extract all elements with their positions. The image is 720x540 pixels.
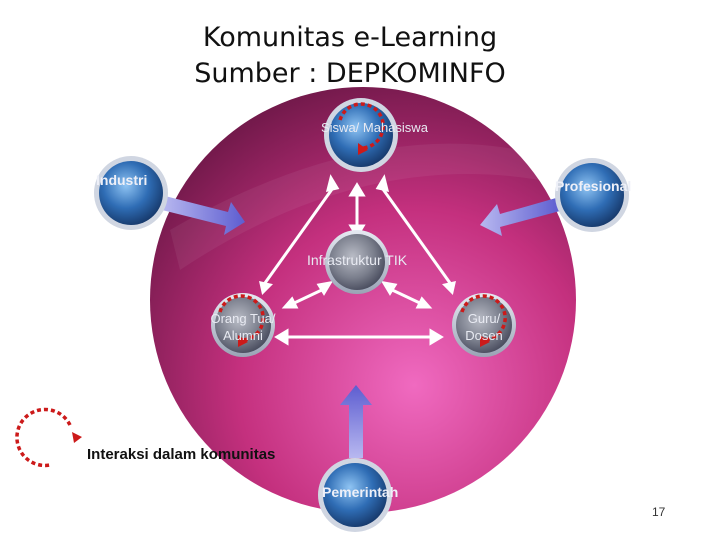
node-siswa-label: Siswa/ Mahasiswa xyxy=(321,120,428,135)
arrow-industri xyxy=(162,196,245,235)
node-siswa-ball xyxy=(329,103,393,167)
node-guru-ball xyxy=(456,297,512,353)
page-number: 17 xyxy=(652,505,666,519)
interaction-cycles xyxy=(15,102,507,468)
external-arrows xyxy=(162,196,560,458)
arrow-profesional xyxy=(480,198,560,236)
interaction-arrows xyxy=(259,174,456,346)
node-infrastruktur-ball xyxy=(329,234,385,290)
node-guru-label: Guru/ Dosen xyxy=(465,311,503,343)
legend-cycle-icon xyxy=(15,407,72,468)
legend-label: Interaksi dalam komunitas xyxy=(87,446,276,463)
node-profesional-ball xyxy=(560,163,624,227)
node-orangtua-label: Orang Tua/ Alumni xyxy=(210,311,276,343)
community-circle xyxy=(150,87,576,513)
title-line-2: Sumber : DEPKOMINFO xyxy=(194,58,506,89)
cycle-arrowheads xyxy=(72,143,490,443)
inner-node-balls xyxy=(211,230,516,357)
node-profesional-label: Profesional xyxy=(555,178,632,194)
node-industri-label: Industri xyxy=(96,172,148,188)
node-balls xyxy=(94,98,629,532)
node-infrastruktur-label: Infrastruktur TIK xyxy=(306,252,408,268)
arrow-pemerintah xyxy=(340,385,372,458)
title-line-1: Komunitas e-Learning xyxy=(202,22,498,53)
node-industri-ball xyxy=(99,161,163,225)
page-title: Komunitas e-Learning Sumber : DEPKOMINFO xyxy=(0,20,700,92)
node-pemerintah-ball xyxy=(323,463,387,527)
node-orangtua-ball xyxy=(215,297,271,353)
node-pemerintah-label: Pemerintah xyxy=(322,484,399,500)
